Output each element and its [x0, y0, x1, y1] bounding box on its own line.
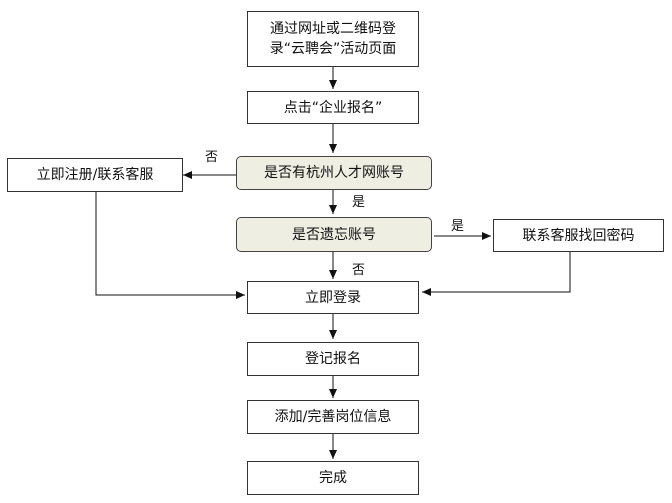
start-node-label: 通过网址或二维码登录“云聘会”活动页面 [269, 21, 397, 57]
login-node: 立即登录 [247, 281, 419, 314]
register-node-label: 立即注册/联系客服 [36, 167, 154, 183]
done-node-label: 完成 [319, 470, 347, 486]
forgot-account-label: 是否遗忘账号 [292, 226, 376, 243]
post-info-node: 添加/完善岗位信息 [247, 400, 419, 434]
arrow-recover-to-login [422, 252, 571, 296]
edge-label-no-forgot: 否 [352, 263, 366, 278]
apply-node: 点击“企业报名” [247, 91, 419, 124]
recover-node-label: 联系客服找回密码 [522, 227, 635, 244]
edge-label-yes-forgot: 是 [451, 219, 465, 234]
register-node: 立即注册/联系客服 [7, 158, 183, 192]
arrow-register-to-login [95, 192, 245, 299]
apply-node-label: 点击“企业报名” [283, 99, 383, 116]
post-info-node-label: 添加/完善岗位信息 [274, 409, 392, 425]
has-account-label: 是否有杭州人才网账号 [264, 165, 404, 181]
edge-label-yes-account: 是 [352, 195, 366, 210]
signup-node-label: 登记报名 [305, 351, 361, 367]
signup-node: 登记报名 [247, 342, 419, 376]
done-node: 完成 [247, 461, 419, 495]
edge-label-no-account: 否 [205, 150, 219, 165]
start-node: 通过网址或二维码登录“云聘会”活动页面 [247, 11, 419, 67]
recover-node: 联系客服找回密码 [493, 219, 664, 252]
has-account-decision: 是否有杭州人才网账号 [236, 156, 432, 190]
forgot-account-decision: 是否遗忘账号 [236, 217, 432, 252]
login-node-label: 立即登录 [305, 289, 361, 306]
